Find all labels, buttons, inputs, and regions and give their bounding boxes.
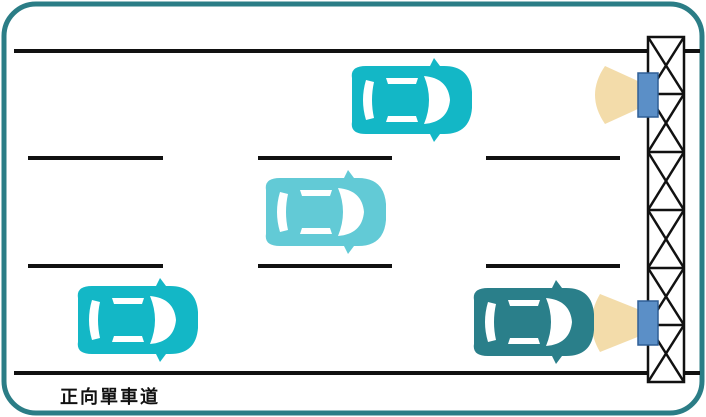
beam-top <box>595 66 640 124</box>
car-lane2 <box>265 170 386 254</box>
roadside-sensor-bottom <box>637 300 659 346</box>
beam-bottom <box>591 294 640 352</box>
car-lane1 <box>351 58 472 142</box>
car-lane3-right <box>473 280 594 364</box>
diagram-caption: 正向單車道 <box>60 387 160 408</box>
car-lane3-left <box>77 278 198 362</box>
roadside-sensor-top <box>637 72 659 118</box>
